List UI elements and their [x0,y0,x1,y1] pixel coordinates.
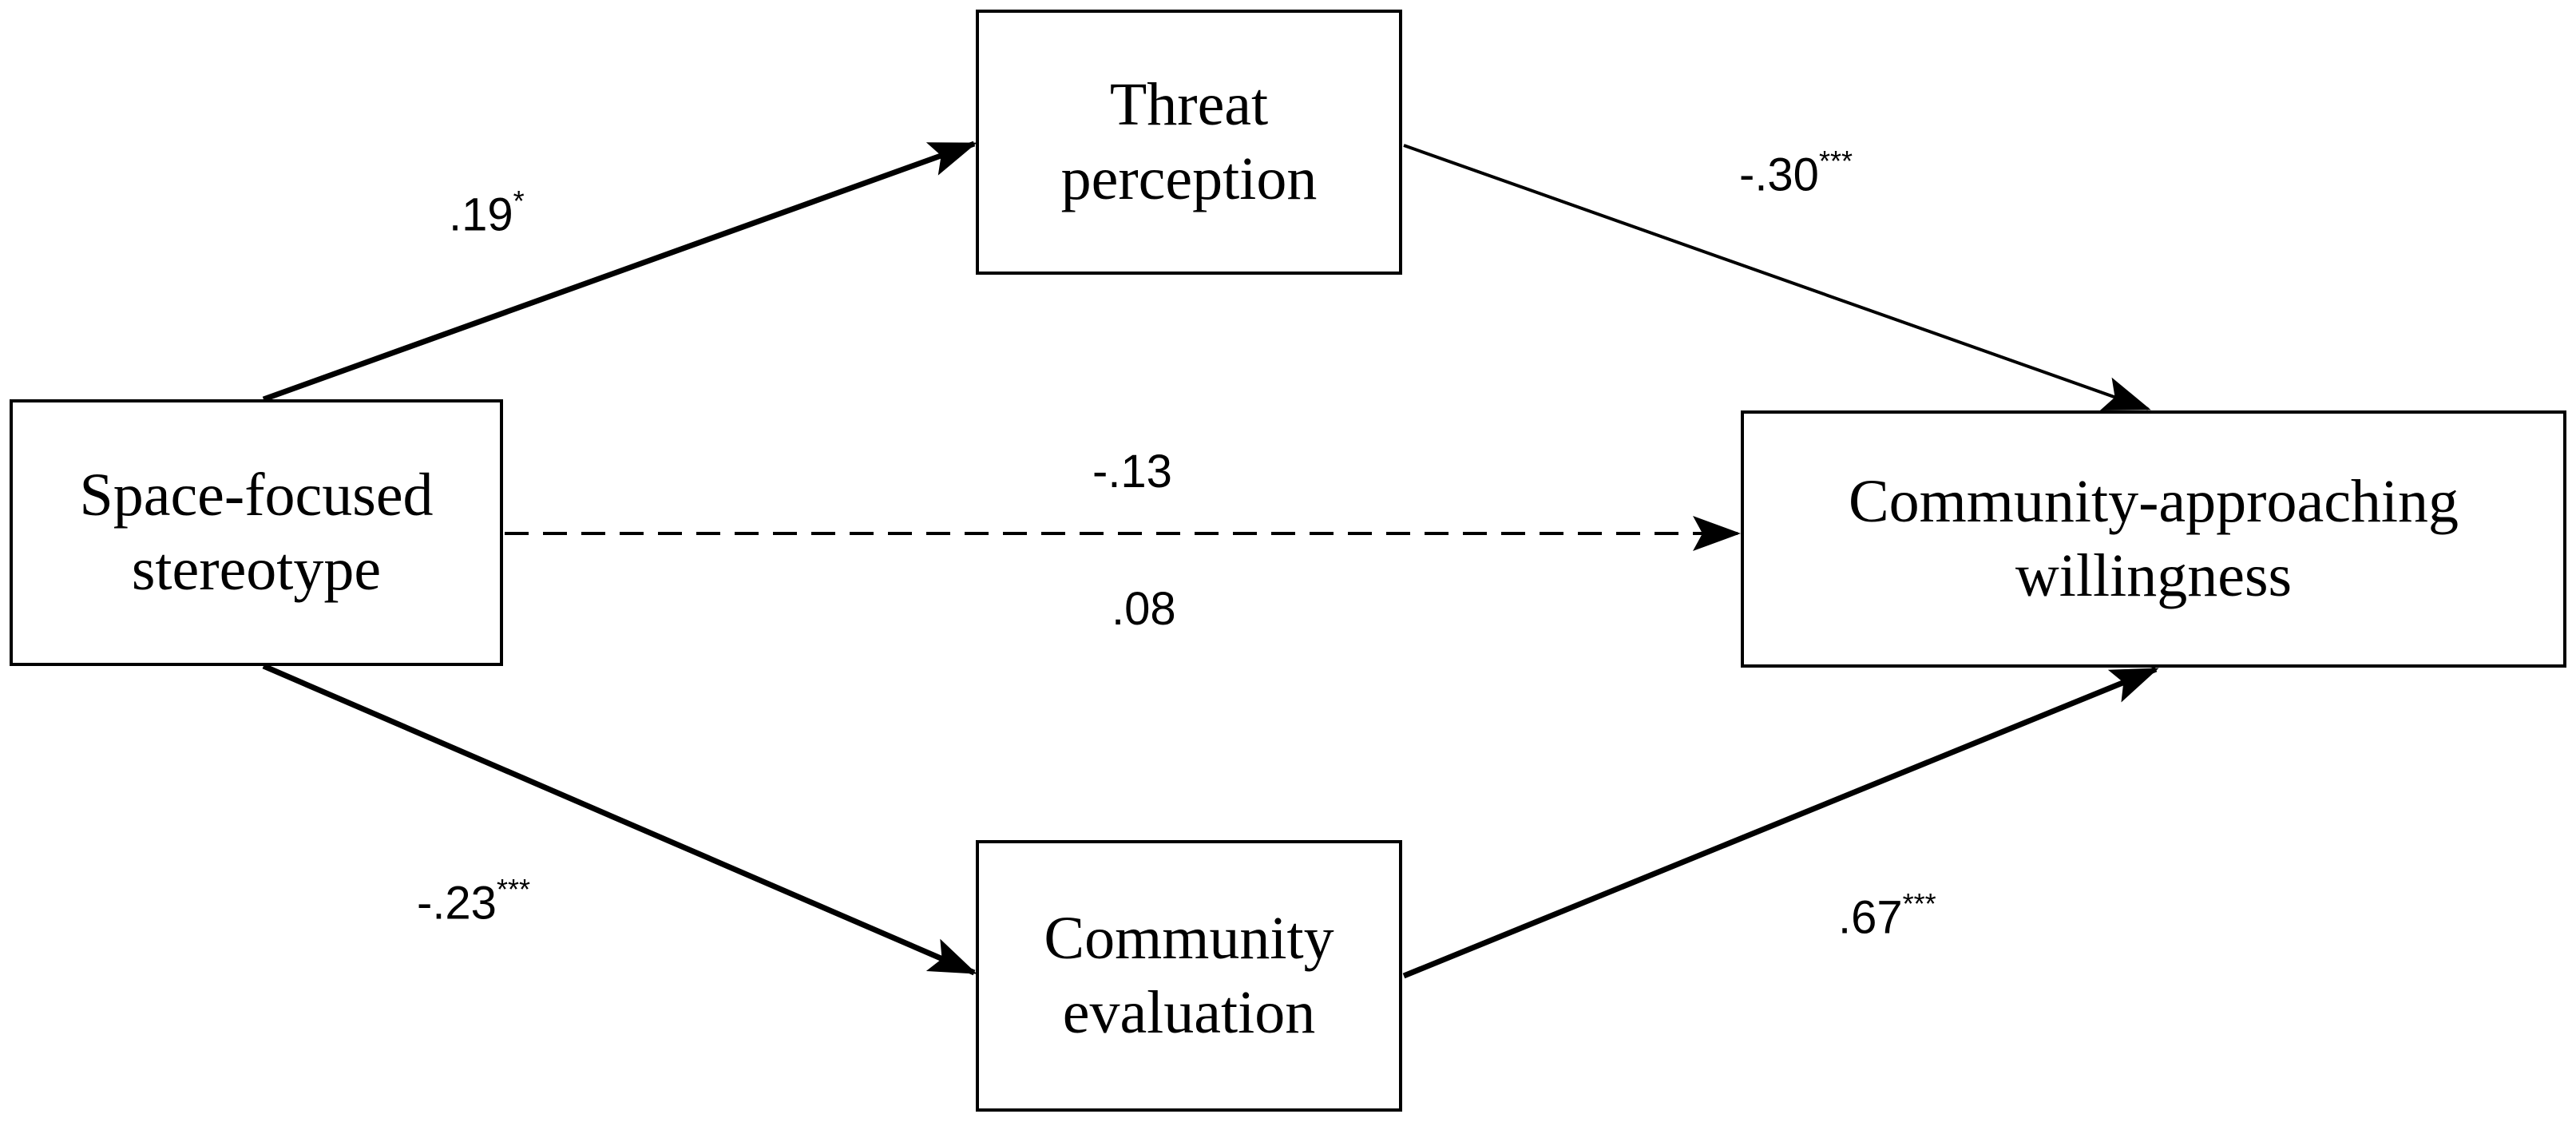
node-space-focused-stereotype: Space-focused stereotype [10,399,503,666]
node-willingness-line2: willingness [2015,542,2293,609]
significance-stars: *** [496,873,530,906]
node-evaluation-line1: Community [1044,905,1334,973]
arrow-space-to-evaluation [262,663,977,976]
node-community-evaluation: Community evaluation [976,840,1402,1112]
node-space-line2: stereotype [131,536,382,603]
coefficient-threat-to-willingness: -.30*** [1739,145,1853,201]
node-willingness-line1: Community-approaching [1848,468,2459,536]
arrow-evaluation-to-willingness [1402,666,2159,979]
node-space-line1: Space-focused [79,462,434,529]
node-threat-line2: perception [1060,145,1318,212]
significance-stars: *** [1818,145,1853,177]
node-evaluation-line2: evaluation [1062,979,1316,1046]
node-community-approaching-willingness: Community-approaching willingness [1741,410,2566,668]
coefficient-space-to-evaluation: -.23*** [417,873,530,930]
coefficient-direct-effect-top: -.13 [1092,446,1172,498]
coefficient-space-to-threat: .19* [449,184,525,241]
node-threat-line1: Threat [1109,71,1269,139]
coefficient-evaluation-to-willingness: .67*** [1838,887,1936,944]
coefficient-direct-effect-bottom: .08 [1112,583,1176,635]
significance-stars: * [513,184,525,217]
arrow-space-to-threat [262,141,977,402]
node-threat-perception: Threat perception [976,10,1402,275]
arrow-threat-to-willingness [1403,144,2151,411]
significance-stars: *** [1902,887,1936,920]
